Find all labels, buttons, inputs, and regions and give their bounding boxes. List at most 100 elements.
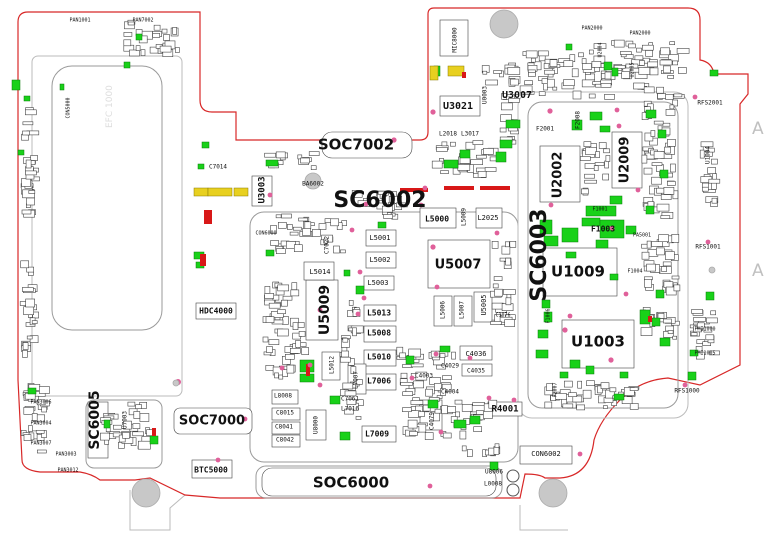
soc7002-body (321, 131, 413, 159)
u3003-body (251, 175, 273, 207)
component-label-u5005: U5005 (480, 294, 488, 315)
component-label-pan3003: PAN3003 (55, 452, 76, 458)
small-pad (26, 335, 33, 340)
small-pad (676, 48, 690, 54)
small-pad (268, 302, 281, 309)
small-pad (577, 380, 583, 389)
small-pad (308, 151, 320, 156)
small-pad (576, 404, 586, 411)
small-pad (135, 45, 141, 52)
small-pad (41, 406, 48, 413)
small-pad (604, 71, 612, 80)
small-pad (441, 405, 448, 415)
small-pad (582, 63, 592, 70)
small-pad (546, 383, 553, 392)
small-pad (588, 49, 594, 55)
small-pad (127, 21, 135, 26)
small-pad (659, 59, 673, 66)
component-label-l3017: L3017 (461, 131, 479, 138)
small-pad (586, 380, 595, 387)
small-pad (629, 403, 639, 410)
small-pad (531, 57, 536, 63)
small-pad (651, 241, 663, 247)
small-pad (289, 231, 299, 236)
small-pad (31, 320, 38, 324)
small-pad (711, 197, 718, 204)
small-pad (350, 366, 357, 375)
small-pad (284, 353, 295, 360)
mechanical-outline (129, 490, 186, 531)
small-pad (633, 82, 645, 90)
small-pad (293, 244, 303, 252)
small-pad (562, 403, 574, 409)
small-pad (634, 55, 644, 61)
small-pad (667, 139, 676, 147)
small-pad (410, 400, 424, 405)
small-pad (488, 399, 498, 409)
small-pad (656, 203, 670, 212)
small-pad (292, 322, 299, 331)
small-pad (175, 47, 180, 53)
small-pad (649, 137, 658, 146)
small-pad (277, 309, 286, 315)
component-label-u7003: U7003 (122, 411, 129, 429)
component-label-pan3006: PAN3006 (30, 400, 51, 406)
component-label-u1003: U1003 (571, 333, 625, 351)
component-label-l5007: L5007 (459, 301, 466, 319)
small-pad (613, 39, 625, 48)
small-pad (441, 141, 448, 147)
small-pad (28, 190, 36, 194)
small-pad (436, 395, 443, 399)
small-pad (584, 179, 597, 184)
small-pad (286, 224, 293, 230)
small-pad (510, 78, 519, 86)
small-pad (477, 171, 487, 178)
small-pad (571, 68, 579, 78)
small-pad (475, 154, 487, 159)
small-pad (436, 147, 448, 152)
small-pad (318, 223, 327, 230)
small-pad (139, 413, 150, 422)
small-pad (572, 90, 582, 100)
small-pad (673, 93, 683, 98)
component-label-rfs1000: RFS1000 (674, 388, 700, 395)
component-label-l7016: L7016 (341, 406, 359, 413)
component-label-c4079: C4079 (429, 412, 436, 430)
small-pad (340, 249, 346, 254)
component-label-l5002: L5002 (369, 256, 390, 264)
small-pad (537, 50, 549, 57)
small-pad (355, 379, 363, 385)
small-pad (600, 382, 610, 390)
small-pad (493, 276, 503, 281)
small-pad (132, 431, 144, 437)
small-pad (275, 248, 286, 254)
small-pad (549, 59, 558, 68)
component-label-c4029: C4029 (441, 363, 459, 370)
small-pad (604, 160, 609, 169)
small-pad (641, 154, 648, 164)
small-pad (298, 331, 306, 337)
test-point-bottom (506, 469, 520, 483)
small-pad (544, 69, 555, 75)
small-pad (275, 151, 286, 159)
component-label-l7007: L7007 (353, 371, 360, 389)
small-pad (340, 356, 351, 363)
small-pad (348, 300, 354, 306)
small-pad (690, 332, 698, 337)
small-pad (696, 322, 705, 330)
shield-area-left (51, 65, 163, 331)
small-pad (666, 181, 676, 186)
small-pad (657, 313, 665, 319)
small-pad (36, 399, 46, 406)
small-pad (619, 51, 632, 55)
small-pad (172, 27, 177, 35)
small-pad (295, 340, 301, 348)
small-pad (706, 317, 718, 324)
small-pad (21, 209, 32, 215)
small-pad (647, 61, 658, 68)
board-outline (17, 7, 749, 499)
small-pad (525, 50, 538, 59)
component-label-c4035: C4035 (467, 368, 485, 375)
test-point-bottom (506, 483, 520, 497)
small-pad (159, 45, 172, 53)
